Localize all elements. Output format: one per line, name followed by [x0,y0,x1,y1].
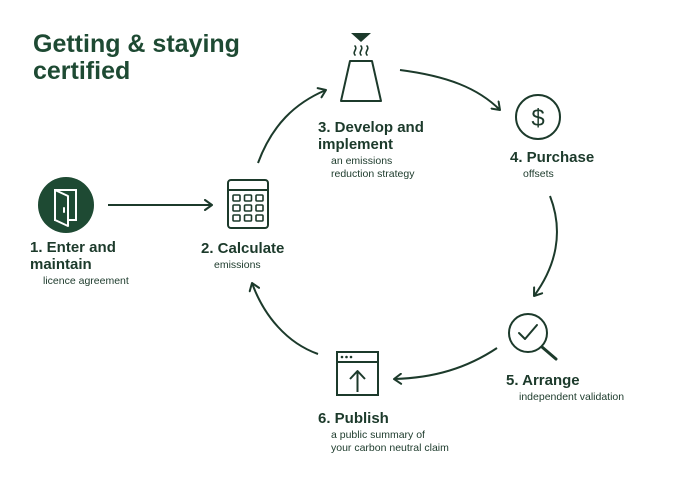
step-1-description: licence agreement [43,275,129,287]
arrow-publish-to-calculate [248,282,319,355]
step-arrange: 5. Arrange independent validation [506,372,624,404]
step-5-title: 5. Arrange [506,372,580,389]
step-2-title: 2. Calculate [201,240,285,257]
calculator-icon [227,179,269,229]
step-6-title: 6. Publish [318,410,389,427]
step-calculate: 2. Calculate emissions [201,240,284,272]
upload-window-icon [336,351,379,396]
step-publish: 6. Publish a public summary of your carb… [318,410,449,455]
page-title: Getting & staying certified [33,30,240,85]
step-4-title: 4. Purchase [510,149,595,166]
svg-text:$: $ [531,105,544,132]
step-5-description: independent validation [519,391,625,403]
step-3-description: an emissions reduction strategy [331,155,415,180]
arrow-develop-to-purchase [399,69,501,111]
step-4-description: offsets [523,168,554,180]
step-2-description: emissions [214,259,261,271]
step-purchase: 4. Purchase offsets [510,149,594,181]
dollar-coin-icon: $ [515,94,561,140]
arrow-arrange-to-publish [393,347,498,385]
magnifier-check-icon [508,313,558,361]
step-develop-implement: 3. Develop and implement an emissions re… [318,119,424,181]
step-3-title: 3. Develop and implement [318,119,424,153]
door-open-icon [38,177,94,233]
step-enter-maintain: 1. Enter and maintain licence agreement [30,239,129,288]
arrow-calculate-to-develop [257,87,327,164]
arrow-purchase-to-arrange [533,195,558,297]
factory-chimney-icon [340,33,382,102]
step-6-description: a public summary of your carbon neutral … [331,429,449,454]
step-1-title: 1. Enter and maintain [30,239,116,273]
